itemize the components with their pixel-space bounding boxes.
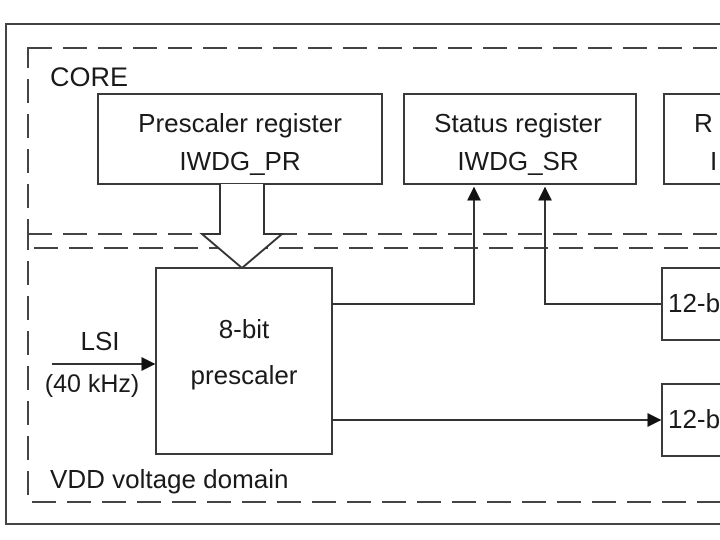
counter-to-status-line	[538, 186, 664, 305]
prescaler-register-title: Prescaler register	[138, 108, 342, 138]
vdd-domain-boundary	[27, 233, 720, 503]
counter-bottom-label: 12-b	[668, 404, 720, 434]
counter-block-bottom: 12-b	[661, 383, 720, 457]
status-register-block: Status register IWDG_SR	[403, 93, 637, 185]
core-domain-label: CORE	[50, 62, 128, 92]
reload-register-title: R	[694, 108, 713, 138]
lsi-input-label: LSI	[80, 326, 119, 356]
status-register-name: IWDG_SR	[457, 146, 578, 176]
prescaler-type-label: prescaler	[191, 360, 298, 390]
core-domain-boundary	[27, 47, 720, 249]
prescaler-register-name: IWDG_PR	[179, 146, 300, 176]
counter-block-top: 12-b	[661, 267, 720, 341]
counter-top-label: 12-b	[668, 288, 720, 318]
prescaler-width-label: 8-bit	[219, 314, 270, 344]
lsi-frequency-label: (40 kHz)	[45, 370, 139, 398]
reload-register-name: I	[710, 146, 717, 176]
prescaler-register-block: Prescaler register IWDG_PR	[97, 93, 383, 185]
prescaler-config-arrow	[199, 184, 285, 270]
status-register-title: Status register	[434, 108, 602, 138]
prescaler-to-status-line	[332, 186, 481, 305]
outer-frame	[5, 23, 720, 525]
vdd-domain-label: VDD voltage domain	[50, 464, 288, 494]
prescaler-block: 8-bit prescaler	[155, 267, 333, 455]
reload-register-block: R I	[663, 93, 720, 185]
